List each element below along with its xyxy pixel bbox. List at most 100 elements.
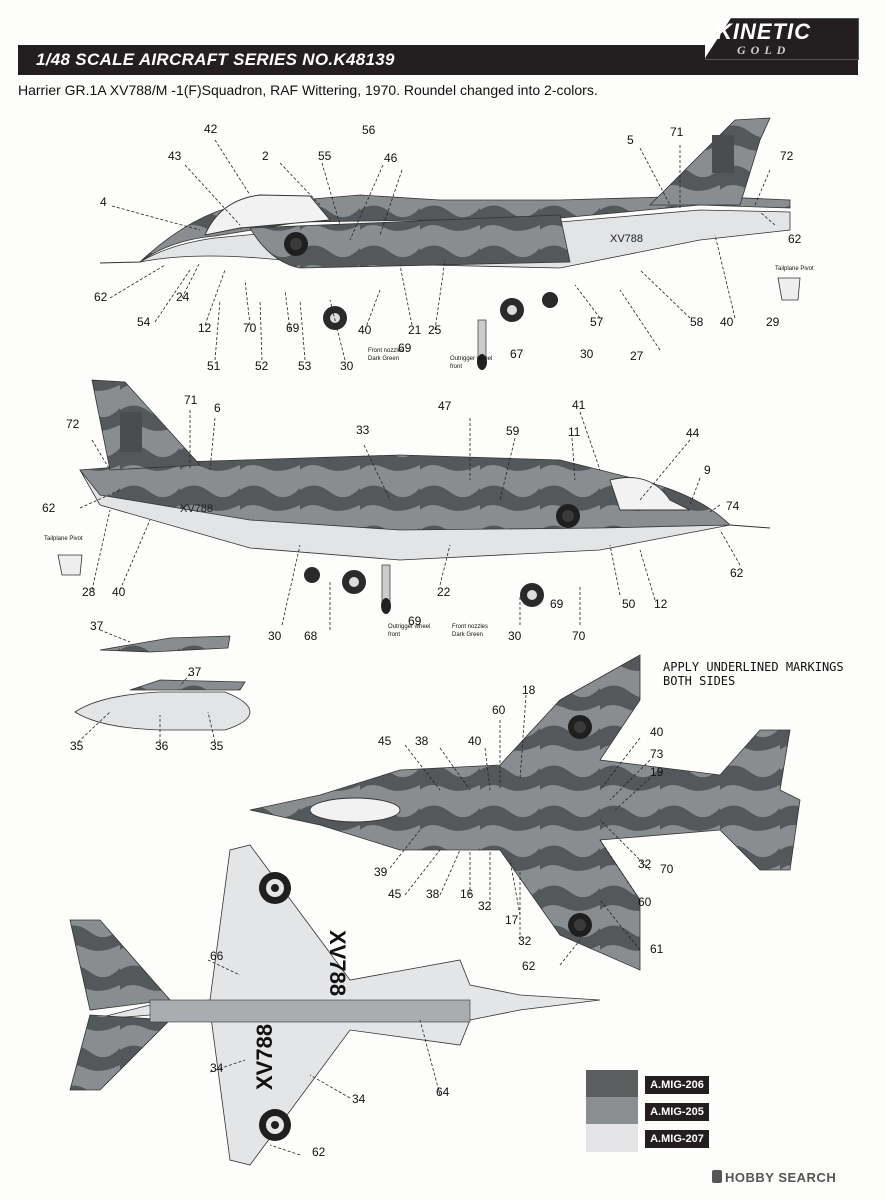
callout-number: 40 (358, 323, 372, 337)
callout-number: 62 (94, 290, 108, 304)
callout-number: 70 (660, 862, 674, 876)
callout-number: 30 (580, 347, 594, 361)
callout-number: 34 (352, 1092, 366, 1106)
watermark: HOBBY SEARCH (725, 1170, 837, 1185)
scheme-description: Harrier GR.1A XV788/M -1(F)Squadron, RAF… (18, 82, 598, 98)
callout-number: 43 (168, 149, 182, 163)
callout-number: 62 (788, 232, 802, 246)
label-front-nozzles: Dark Green (368, 356, 399, 362)
callout-number: 22 (437, 585, 451, 599)
callout-number: 32 (638, 857, 652, 871)
callout-number: 69 (408, 614, 422, 628)
label-front-nozzles: Front nozzles (368, 348, 404, 354)
callout-number: 11 (568, 425, 581, 439)
callout-number: 56 (362, 123, 376, 137)
callout-number: 9 (704, 463, 711, 477)
callout-number: 36 (155, 739, 169, 753)
apply-markings-note: APPLY UNDERLINED MARKINGS BOTH SIDES (663, 660, 844, 688)
callout-number: 62 (312, 1145, 326, 1159)
callout-number: 70 (572, 629, 586, 643)
callout-number: 69 (550, 597, 564, 611)
paint-swatch-207 (586, 1124, 638, 1152)
callout-number: 72 (780, 149, 794, 163)
callout-number: 69 (286, 321, 300, 335)
callout-number: 72 (66, 417, 80, 431)
callout-number: 71 (184, 393, 198, 407)
paint-code-206: A.MIG-206 (645, 1076, 709, 1094)
callout-number: 12 (198, 321, 212, 335)
callout-number: 6 (214, 401, 221, 415)
callout-number: 58 (690, 315, 704, 329)
callout-number: 61 (650, 942, 664, 956)
brand-name: KINETIC (716, 19, 811, 44)
callout-number: 34 (210, 1061, 224, 1075)
callout-number: 45 (388, 887, 402, 901)
callout-number: 68 (304, 629, 318, 643)
brand-logo-notch (705, 18, 731, 58)
top-view (249, 654, 801, 971)
callout-number: 40 (720, 315, 734, 329)
label-front-nozzles: Dark Green (452, 632, 483, 638)
callout-number: 17 (505, 913, 519, 927)
callout-number: 30 (268, 629, 282, 643)
callout-number: 69 (398, 341, 412, 355)
callout-number: 12 (654, 597, 668, 611)
callout-number: 2 (262, 149, 269, 163)
callout-number: 40 (468, 734, 482, 748)
callout-number: 24 (176, 290, 190, 304)
callout-number: 60 (492, 703, 506, 717)
callout-number: 53 (298, 359, 312, 373)
svg-text:XV788: XV788 (325, 930, 350, 996)
callout-number: 55 (318, 149, 332, 163)
callout-number: 16 (460, 887, 474, 901)
callout-number: 38 (426, 887, 440, 901)
svg-text:XV788: XV788 (252, 1024, 277, 1090)
callout-number: 46 (384, 151, 398, 165)
callout-number: 41 (572, 398, 586, 412)
callout-number: 35 (210, 739, 224, 753)
callout-number: 67 (510, 347, 524, 361)
callout-number: 5 (627, 133, 634, 147)
paint-code-205: A.MIG-205 (645, 1103, 709, 1121)
callout-number: 62 (42, 501, 56, 515)
label-outrigger: front (388, 632, 400, 638)
callout-number: 71 (670, 125, 684, 139)
callout-number: 60 (638, 895, 652, 909)
callout-number: 29 (766, 315, 780, 329)
page-title: 1/48 SCALE AIRCRAFT SERIES NO.K48139 (36, 50, 395, 69)
paint-swatch-206 (586, 1070, 638, 1098)
callout-number: 62 (522, 959, 536, 973)
callout-number: 38 (415, 734, 429, 748)
callout-number: 70 (243, 321, 257, 335)
label-outrigger: Outrigger wheel (388, 624, 430, 630)
callout-number: 51 (207, 359, 221, 373)
callout-number: 32 (478, 899, 492, 913)
callout-number: 74 (726, 499, 740, 513)
callout-number: 47 (438, 399, 452, 413)
svg-text:XV788: XV788 (180, 503, 213, 515)
label-front-nozzles: Front nozzles (452, 624, 488, 630)
callout-number: 4 (100, 195, 107, 209)
label-outrigger: Outrigger wheel (450, 356, 492, 362)
callout-number: 42 (204, 122, 218, 136)
callout-number: 18 (522, 683, 536, 697)
label-tailplane-pivot: Tailplane Pivot (44, 536, 83, 542)
callout-number: 57 (590, 315, 604, 329)
bottom-view: XV788 XV788 (69, 844, 601, 1166)
callout-number: 19 (650, 765, 664, 779)
callout-number: 52 (255, 359, 269, 373)
paint-code-207: A.MIG-207 (645, 1130, 709, 1148)
callout-number: 44 (686, 426, 700, 440)
svg-text:XV788: XV788 (610, 233, 643, 245)
callout-number: 39 (374, 865, 388, 879)
callout-number: 62 (730, 566, 744, 580)
callout-number: 54 (137, 315, 151, 329)
label-outrigger: front (450, 364, 462, 370)
paint-swatch-205 (586, 1097, 638, 1125)
callout-number: 45 (378, 734, 392, 748)
callout-number: 64 (436, 1085, 450, 1099)
callout-number: 21 (408, 323, 422, 337)
callout-number: 28 (82, 585, 96, 599)
side-profile-right-facing: XV788 (57, 379, 771, 630)
